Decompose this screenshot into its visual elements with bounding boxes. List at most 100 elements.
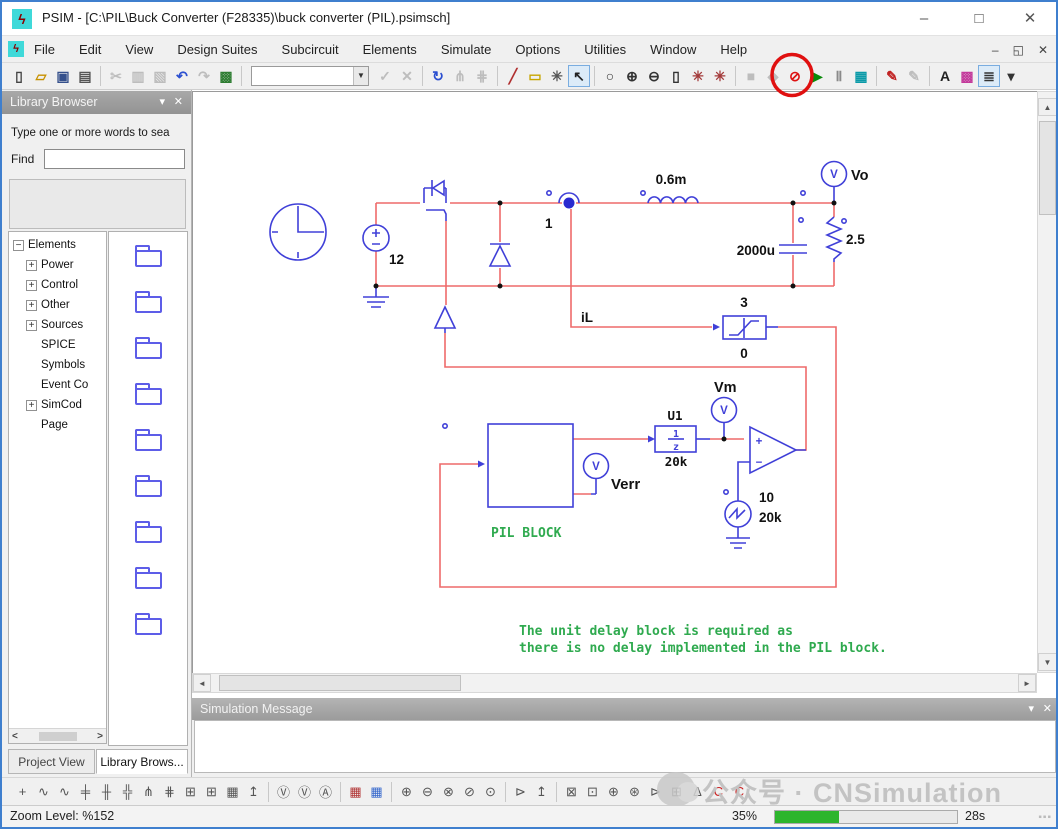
- folder-icon[interactable]: [134, 520, 162, 543]
- folder-icon[interactable]: [134, 612, 162, 635]
- cancel-x-button[interactable]: ✕: [401, 67, 413, 84]
- mosfet-button[interactable]: ⋕: [164, 783, 175, 799]
- menu-help[interactable]: Help: [720, 41, 748, 57]
- tree-item-control[interactable]: +Control: [9, 275, 106, 295]
- scope-2-button[interactable]: ▦: [370, 783, 383, 799]
- tree-item-simcod[interactable]: +SimCod: [9, 395, 106, 415]
- resistor-button[interactable]: ∿: [38, 783, 49, 799]
- tree-item-spice[interactable]: SPICE: [9, 335, 106, 355]
- paste-format-button[interactable]: ▩: [219, 67, 233, 84]
- source-square-button[interactable]: ⊗: [443, 783, 454, 799]
- tab-library-browser[interactable]: Library Brows...: [96, 749, 188, 774]
- voltmeter-vm[interactable]: [710, 396, 738, 440]
- dc-source[interactable]: [362, 224, 390, 252]
- hscroll-thumb[interactable]: [219, 675, 461, 691]
- source-sine-button[interactable]: ⊖: [422, 783, 433, 799]
- voltmeter-verr[interactable]: [582, 452, 610, 495]
- toolbar-overflow-button[interactable]: ▾: [1007, 67, 1015, 84]
- stop-simulation-button[interactable]: ⊘: [789, 67, 801, 84]
- menu-simulate[interactable]: Simulate: [440, 41, 492, 57]
- tree-item-other[interactable]: +Other: [9, 295, 106, 315]
- folder-icon[interactable]: [134, 290, 162, 313]
- pan-hand-button[interactable]: ✳: [551, 67, 563, 84]
- tab-project-view[interactable]: Project View: [8, 749, 95, 774]
- comparator[interactable]: [742, 425, 806, 475]
- source-dc-button[interactable]: ⊕: [401, 783, 412, 799]
- voltage-probe-button[interactable]: Ⓥ: [276, 785, 290, 800]
- tree-item-power[interactable]: +Power: [9, 255, 106, 275]
- k-block-button[interactable]: ⊠: [566, 783, 577, 799]
- gating-block-button[interactable]: ⊳: [515, 783, 526, 799]
- tree-item-sources[interactable]: +Sources: [9, 315, 106, 335]
- simulation-message-header[interactable]: Simulation Message ▾ ✕: [192, 698, 1056, 720]
- igbt-button[interactable]: ⋔: [143, 783, 154, 799]
- tree-scrollbar[interactable]: < >: [9, 728, 106, 743]
- tree-expander-icon[interactable]: −: [13, 239, 24, 251]
- schematic-vscrollbar[interactable]: ▲ ▼: [1037, 91, 1056, 673]
- apply-check-button[interactable]: ✓: [379, 67, 391, 84]
- tree-expander-icon[interactable]: +: [26, 259, 37, 271]
- node-button[interactable]: +: [18, 784, 27, 799]
- transformer-button[interactable]: ⊞: [185, 783, 196, 799]
- tree-expander-icon[interactable]: +: [26, 299, 37, 311]
- redo-button[interactable]: ↷: [198, 67, 210, 84]
- find-input[interactable]: [44, 149, 185, 169]
- pause-simulation-button[interactable]: Ⅱ: [835, 67, 843, 84]
- zoom-button[interactable]: ○: [605, 68, 615, 84]
- new-file-button[interactable]: ▯: [15, 67, 23, 84]
- curve-capture-2-button[interactable]: ✎: [908, 67, 920, 84]
- probe-2-button[interactable]: ↥: [536, 783, 547, 799]
- menu-elements[interactable]: Elements: [362, 41, 417, 57]
- tree-item-event-co[interactable]: Event Co: [9, 375, 106, 395]
- doc-close-button[interactable]: ✕: [1037, 42, 1048, 57]
- sawtooth-source[interactable]: [724, 461, 752, 549]
- doc-minimize-button[interactable]: –: [991, 42, 999, 57]
- on-off-controller[interactable]: [433, 305, 457, 333]
- zoom-out-button[interactable]: ⊖: [648, 67, 660, 84]
- tree-item-elements[interactable]: −Elements: [9, 235, 106, 255]
- combobox-arrow-icon[interactable]: ▼: [353, 67, 368, 85]
- multiplier-block-button[interactable]: ⊛: [629, 783, 640, 799]
- inductor[interactable]: [647, 196, 699, 204]
- folder-icon[interactable]: [134, 474, 162, 497]
- hscroll-right-arrow-icon[interactable]: ►: [1018, 674, 1036, 692]
- menu-edit[interactable]: Edit: [78, 41, 102, 57]
- limiter-block[interactable]: [722, 315, 778, 340]
- menu-view[interactable]: View: [125, 41, 154, 57]
- components[interactable]: [269, 160, 848, 549]
- c-block-button[interactable]: C: [713, 784, 724, 799]
- hscroll-left-arrow-icon[interactable]: ◄: [193, 674, 211, 692]
- close-button[interactable]: ✕: [1023, 10, 1037, 27]
- cut-button[interactable]: ✂: [110, 67, 122, 84]
- transformer-2-button[interactable]: ⊞: [206, 783, 217, 799]
- folder-icon[interactable]: [134, 382, 162, 405]
- menu-subcircuit[interactable]: Subcircuit: [281, 41, 339, 57]
- library-browser-toggle-button[interactable]: ≣: [978, 65, 1000, 87]
- tree-scroll-thumb[interactable]: [38, 731, 77, 741]
- folder-icon[interactable]: [134, 244, 162, 267]
- menu-options[interactable]: Options: [515, 41, 561, 57]
- undo-button[interactable]: ↶: [176, 67, 188, 84]
- schematic-hscrollbar[interactable]: ◄ ►: [192, 673, 1037, 693]
- tree-item-symbols[interactable]: Symbols: [9, 355, 106, 375]
- comparator-block-button[interactable]: ⊳: [650, 783, 661, 799]
- toolbar-combobox[interactable]: ▼: [251, 66, 369, 86]
- text-tool-button[interactable]: A: [939, 68, 951, 84]
- capacitor[interactable]: [779, 244, 807, 254]
- runtime-graph-button[interactable]: ▦: [854, 67, 868, 84]
- source-step-button[interactable]: ⊙: [485, 783, 496, 799]
- vscroll-down-arrow-icon[interactable]: ▼: [1038, 653, 1056, 671]
- wires[interactable]: [375, 202, 837, 588]
- paste-button[interactable]: ▧: [153, 67, 167, 84]
- folder-icon[interactable]: [134, 336, 162, 359]
- zoom-area-button[interactable]: ✳: [692, 67, 704, 84]
- unit-delay-block[interactable]: [654, 425, 710, 453]
- clock-symbol[interactable]: [269, 203, 327, 261]
- inductor-button[interactable]: ∿: [59, 783, 70, 799]
- save-file-button[interactable]: ▣: [56, 67, 70, 84]
- panel-collapse-icon[interactable]: ▾: [159, 96, 165, 108]
- zoom-fit-button[interactable]: ▯: [672, 67, 680, 84]
- vscroll-thumb[interactable]: [1039, 121, 1056, 215]
- copy-button[interactable]: ▥: [131, 67, 145, 84]
- capacitor-button[interactable]: ╪: [80, 784, 91, 799]
